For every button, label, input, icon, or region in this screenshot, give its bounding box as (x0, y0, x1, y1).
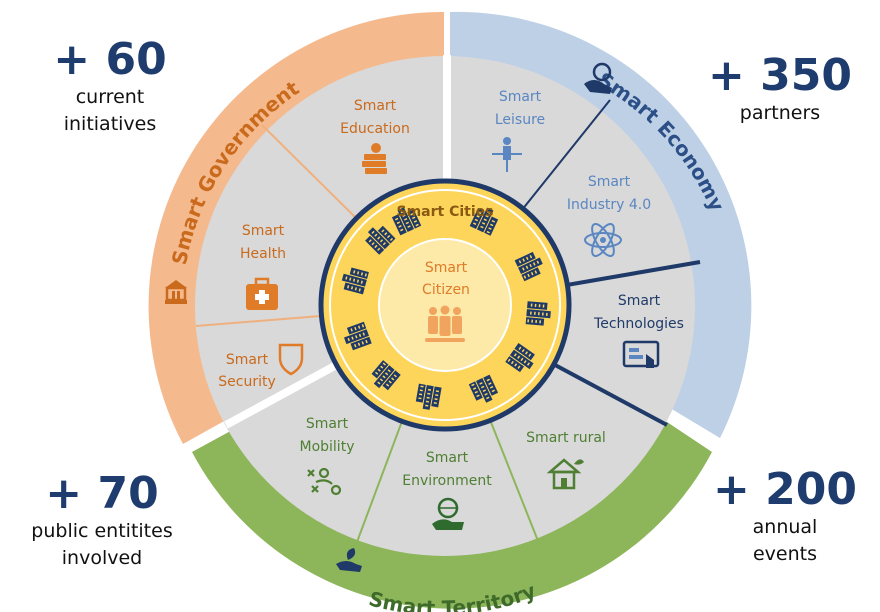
ring-government (148, 11, 444, 445)
sector-industry: Smart Industry 4.0 (567, 174, 651, 257)
stat-label: annual (752, 516, 818, 538)
sector-line1: Smart (354, 98, 397, 114)
sector-line2: Technologies (593, 316, 684, 332)
stat-label: initiatives (63, 113, 157, 135)
books-apple-icon (362, 143, 387, 174)
hand-leaf-icon (336, 548, 362, 572)
sector-education: Smart Education (340, 98, 410, 174)
sector-line1: Smart (588, 174, 631, 190)
city-block (468, 374, 499, 403)
sector-line1: Smart (426, 450, 469, 466)
city-blocks-icon (341, 207, 551, 410)
stat-number: + 60 (53, 34, 167, 85)
city-block (469, 207, 499, 236)
sector-line1: Smart (499, 89, 542, 105)
sector-line2: Leisure (495, 112, 545, 128)
sector-line1: Smart (618, 293, 661, 309)
stat-events: + 200 annual events (700, 466, 870, 568)
stat-initiatives: + 60 current initiatives (20, 36, 200, 138)
hand-globe-icon (432, 497, 464, 530)
people-group-icon (425, 305, 465, 342)
smart-citizen-line1: Smart (425, 260, 468, 276)
smart-citizen-core (378, 238, 512, 372)
sector-environment: Smart Environment (402, 450, 492, 530)
city-block (391, 207, 422, 236)
building-icon (165, 280, 187, 304)
sector-line1: Smart (242, 223, 285, 239)
city-block (505, 343, 535, 373)
sector-leisure: Smart Leisure (492, 89, 545, 172)
sector-security: Smart Security (218, 343, 304, 390)
sector-line1: Smart (306, 416, 349, 432)
sector-line2: Environment (402, 473, 492, 489)
stat-number: + 70 (45, 468, 159, 519)
house-plant-icon (546, 458, 584, 490)
sector-line2: Health (240, 246, 286, 262)
sector-line1: Smart rural (526, 430, 606, 446)
city-block (341, 267, 369, 295)
hand-globe-icon (584, 62, 612, 94)
smart-cities-label: Smart Cities (397, 204, 494, 220)
touchscreen-icon (622, 340, 660, 368)
city-block (415, 383, 442, 410)
stat-partners: + 350 partners (690, 52, 870, 127)
stat-label: partners (739, 102, 821, 124)
sector-technologies: Smart Technologies (593, 293, 684, 368)
stat-number: + 200 (712, 464, 858, 515)
city-block (525, 301, 551, 326)
medical-kit-icon (246, 277, 278, 310)
sector-rural: Smart rural (526, 430, 606, 490)
sector-mobility: Smart Mobility (300, 416, 355, 496)
sector-line2: Education (340, 121, 410, 137)
shield-icon (278, 343, 304, 376)
smart-citizen-line2: Citizen (422, 282, 470, 298)
person-arrows-icon (492, 137, 522, 172)
stat-entities: + 70 public entitites involved (12, 470, 192, 572)
route-icon (307, 467, 342, 496)
stat-number: + 350 (707, 50, 853, 101)
sector-health: Smart Health (240, 223, 286, 310)
atom-icon (584, 223, 622, 257)
sector-line2: Mobility (300, 439, 355, 455)
ring-territory (192, 420, 712, 609)
sector-line1: Smart (226, 352, 269, 368)
sector-line2: Security (218, 374, 276, 390)
city-block (365, 225, 396, 255)
city-block (371, 360, 401, 391)
sector-line2: Industry 4.0 (567, 197, 651, 213)
city-block (344, 321, 372, 351)
stat-label: current (75, 86, 145, 108)
stat-label: involved (61, 547, 143, 569)
city-block (514, 251, 543, 282)
stat-label: public entitites (31, 520, 173, 542)
stat-label: events (752, 543, 817, 565)
ring-economy (450, 11, 752, 439)
